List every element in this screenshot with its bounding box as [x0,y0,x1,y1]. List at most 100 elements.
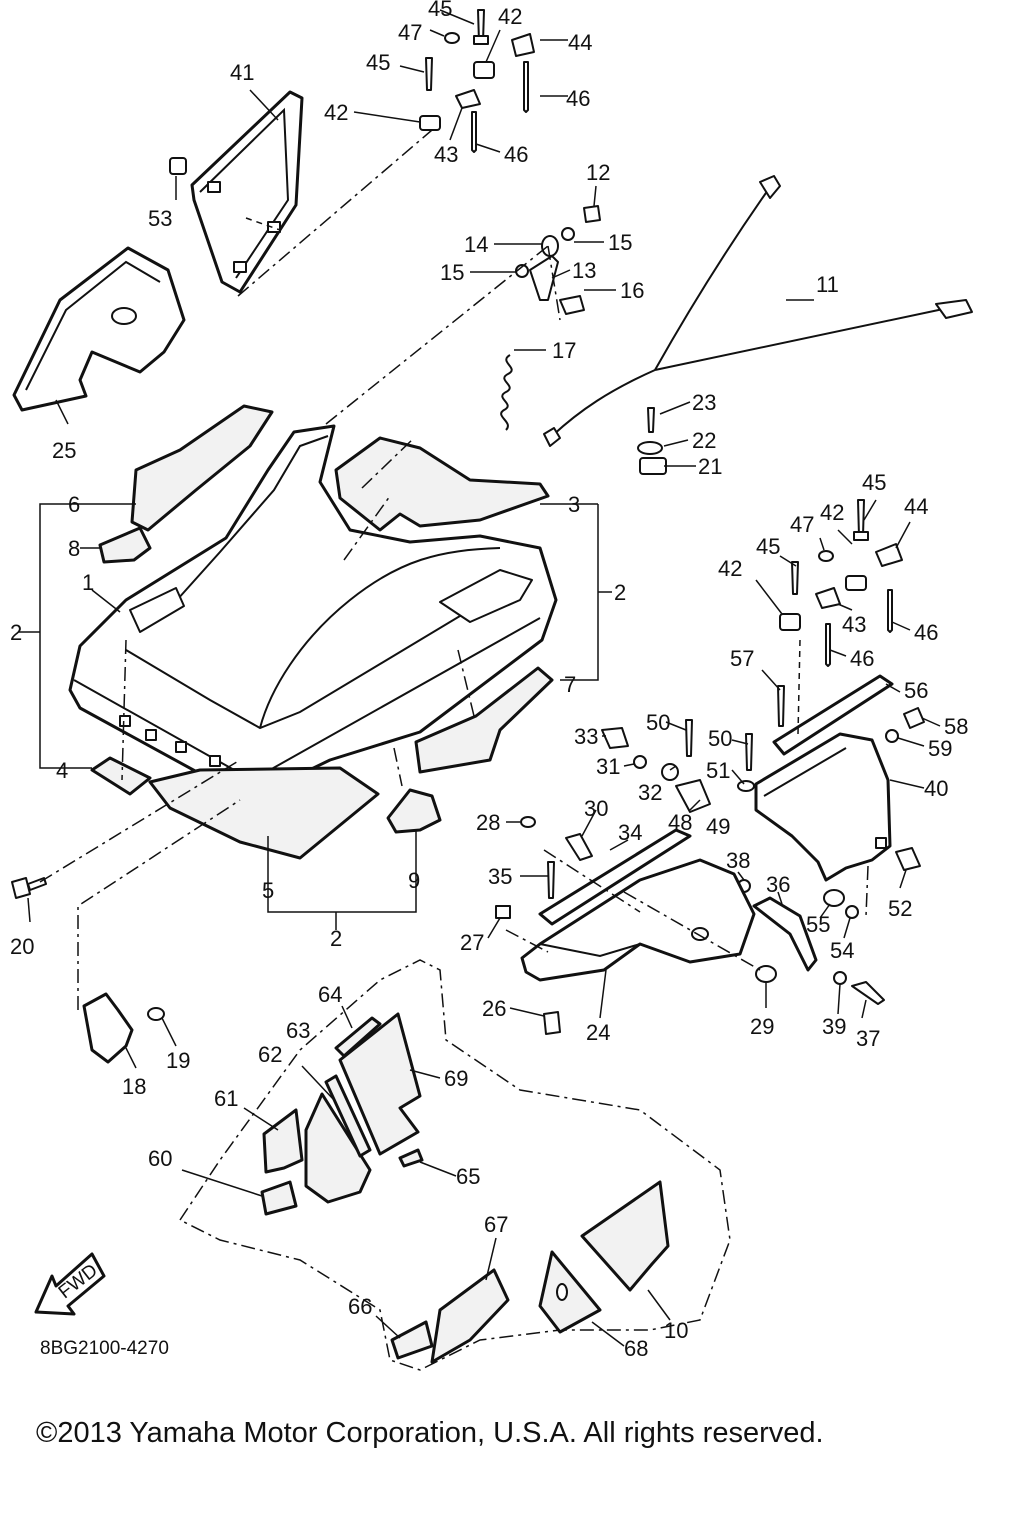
callout-28: 28 [476,810,500,835]
callout-21: 21 [698,454,722,479]
part-58-screw [903,707,925,729]
part-11-cable [543,175,973,447]
callout-50: 50 [708,726,732,751]
callout-6: 6 [68,492,80,517]
callout-1: 1 [82,570,94,595]
callout-42: 42 [718,556,742,581]
part-18-bracket [82,992,134,1064]
callout-2: 2 [10,620,22,645]
part-39-washer [833,971,847,985]
callout-42: 42 [324,100,348,125]
callout-19: 19 [166,1048,190,1073]
leader-lines [18,9,941,1347]
callout-32: 32 [638,780,662,805]
callout-54: 54 [830,938,854,963]
callout-labels: 1 2 2 2 3 4 5 6 7 8 9 10 11 12 13 14 15 … [10,0,968,1361]
callout-44: 44 [904,494,928,519]
callout-31: 31 [596,754,620,779]
callout-15: 15 [440,260,464,285]
callout-48: 48 [668,810,692,835]
part-3-foam [334,436,550,532]
callout-3: 3 [568,492,580,517]
part-10-foam [580,1180,670,1292]
part-7-foam [414,666,554,774]
callout-41: 41 [230,60,254,85]
part-29-plug [755,965,777,983]
callout-62: 62 [258,1042,282,1067]
fwd-arrow-icon: FWD [34,1252,106,1316]
linkage-group [500,205,601,431]
callout-66: 66 [348,1294,372,1319]
callout-50: 50 [646,710,670,735]
small-fastener-group [637,407,667,475]
part-66-foam [390,1320,434,1360]
callout-68: 68 [624,1336,648,1361]
callout-45: 45 [428,0,452,21]
callout-42: 42 [820,500,844,525]
part-5-foam [148,766,380,860]
callout-44: 44 [568,30,592,55]
part-56-strip [772,674,894,756]
part-69-foam [338,1012,422,1156]
callout-30: 30 [584,796,608,821]
right-fastener-group [779,499,903,667]
callout-16: 16 [620,278,644,303]
copyright-notice: ©2013 Yamaha Motor Corporation, U.S.A. A… [36,1417,824,1449]
callout-2: 2 [614,580,626,605]
callout-22: 22 [692,428,716,453]
callout-15: 15 [608,230,632,255]
duct-fastener-group [520,816,751,926]
callout-4: 4 [56,758,68,783]
callout-18: 18 [122,1074,146,1099]
callout-58: 58 [944,714,968,739]
callout-5: 5 [262,878,274,903]
callout-12: 12 [586,160,610,185]
callout-43: 43 [434,142,458,167]
part-57-rivet [777,685,785,727]
callout-65: 65 [456,1164,480,1189]
callout-27: 27 [460,930,484,955]
part-62-foam [304,1092,372,1204]
callout-64: 64 [318,982,342,1007]
callout-45: 45 [862,470,886,495]
callout-7: 7 [564,672,576,697]
callout-24: 24 [586,1020,610,1045]
callout-57: 57 [730,646,754,671]
part-67-foam [430,1268,510,1364]
callout-29: 29 [750,1014,774,1039]
callout-55: 55 [806,912,830,937]
callout-45: 45 [366,50,390,75]
callout-51: 51 [706,758,730,783]
callout-60: 60 [148,1146,172,1171]
part-9-foam [386,788,442,834]
callout-37: 37 [856,1026,880,1051]
callout-40: 40 [924,776,948,801]
callout-33: 33 [574,724,598,749]
part-64-foam [334,1016,382,1058]
part-40-panel [754,732,892,882]
callout-47: 47 [398,20,422,45]
part-37-screw [851,981,885,1005]
part-8-foam [98,526,152,564]
part-59-washer [885,729,899,743]
callout-53: 53 [148,206,172,231]
part-52-clip [895,847,921,871]
part-19-grommet [147,1007,165,1021]
callout-35: 35 [488,864,512,889]
part-24-duct [495,858,756,982]
part-55-grommet [823,889,845,907]
callout-46: 46 [914,620,938,645]
callout-43: 43 [842,612,866,637]
callout-8: 8 [68,536,80,561]
callout-52: 52 [888,896,912,921]
callout-20: 20 [10,934,34,959]
callout-67: 67 [484,1212,508,1237]
callout-59: 59 [928,736,952,761]
part-4-foam [90,756,152,796]
callout-23: 23 [692,390,716,415]
callout-46: 46 [850,646,874,671]
callout-46: 46 [566,86,590,111]
part-26-bolt [543,1011,561,1035]
callout-46: 46 [504,142,528,167]
